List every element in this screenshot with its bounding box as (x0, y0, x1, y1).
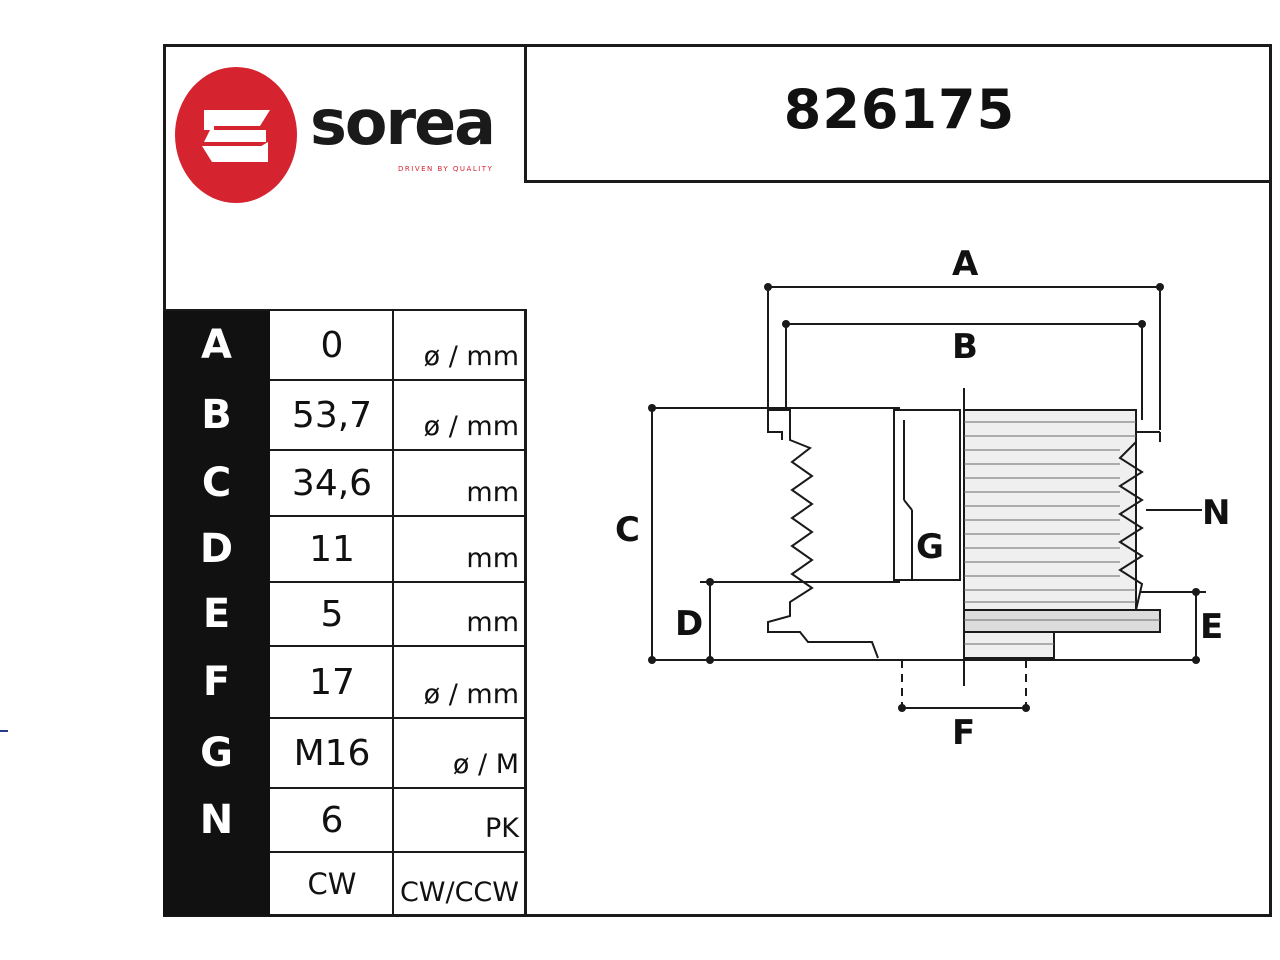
spec-unit: mm (466, 607, 519, 638)
table-row-divider (270, 379, 527, 381)
spec-value: 17 (309, 661, 355, 703)
spec-key: D (163, 516, 270, 582)
spec-unit: mm (466, 543, 519, 574)
spec-value: 0 (320, 324, 344, 366)
spec-row: CW CW/CCW (163, 852, 527, 916)
spec-key: A (163, 310, 270, 380)
spec-row: F 17 ø / mm (163, 646, 527, 718)
spec-value: 53,7 (291, 394, 373, 436)
brand-name: sorea (310, 86, 496, 159)
spec-unit: ø / mm (423, 341, 519, 372)
table-row-divider (270, 717, 527, 719)
dimension-label-f: F (952, 713, 975, 750)
table-top-border (163, 309, 527, 311)
spec-row: E 5 mm (163, 582, 527, 646)
part-number: 826175 (783, 78, 1016, 141)
spec-value: 5 (320, 593, 344, 635)
dimension-label-c: C (615, 510, 640, 550)
spec-key (163, 852, 270, 916)
spec-key: E (163, 582, 270, 646)
stray-mark (0, 730, 8, 732)
spec-row: D 11 mm (163, 516, 527, 582)
spec-unit: mm (466, 477, 519, 508)
dimension-label-d: D (675, 604, 703, 644)
spec-row: A 0 ø / mm (163, 310, 527, 380)
table-right-border (524, 309, 527, 917)
spec-value: CW (307, 867, 357, 901)
spec-key: F (163, 646, 270, 718)
spec-unit: PK (485, 813, 519, 844)
table-row-divider (270, 645, 527, 647)
header-divider-horizontal (524, 180, 1272, 183)
spec-key: B (163, 380, 270, 450)
spec-row: C 34,6 mm (163, 450, 527, 516)
spec-unit: CW/CCW (399, 877, 519, 908)
spec-unit: ø / mm (423, 411, 519, 442)
spec-value: 11 (309, 528, 355, 570)
spec-row: N 6 PK (163, 788, 527, 852)
spec-row: B 53,7 ø / mm (163, 380, 527, 450)
brand-tagline: DRIVEN BY QUALITY (398, 165, 494, 173)
spec-value: M16 (293, 732, 371, 774)
spec-key: C (163, 450, 270, 516)
dimension-label-n: N (1202, 493, 1230, 533)
table-row-divider (270, 449, 527, 451)
spec-unit: ø / M (452, 749, 519, 780)
dimension-label-e: E (1200, 607, 1223, 647)
dimension-label-b: B (952, 327, 978, 367)
table-row-divider (270, 515, 527, 517)
spec-key: N (163, 788, 270, 852)
spec-row: G M16 ø / M (163, 718, 527, 788)
spec-value: 34,6 (291, 462, 373, 504)
sorea-logo-icon (175, 67, 297, 203)
table-row-divider (270, 787, 527, 789)
header-divider-vertical (524, 44, 527, 182)
spec-unit: ø / mm (423, 679, 519, 710)
pulley-drawing: A B C D E F G N (615, 244, 1230, 750)
spec-value: 6 (320, 799, 344, 841)
spec-key: G (163, 718, 270, 788)
table-row-divider (270, 581, 527, 583)
table-row-divider (270, 851, 527, 853)
dimension-label-a: A (952, 244, 979, 284)
table-col-divider (392, 309, 394, 917)
dimension-label-g: G (916, 527, 944, 567)
